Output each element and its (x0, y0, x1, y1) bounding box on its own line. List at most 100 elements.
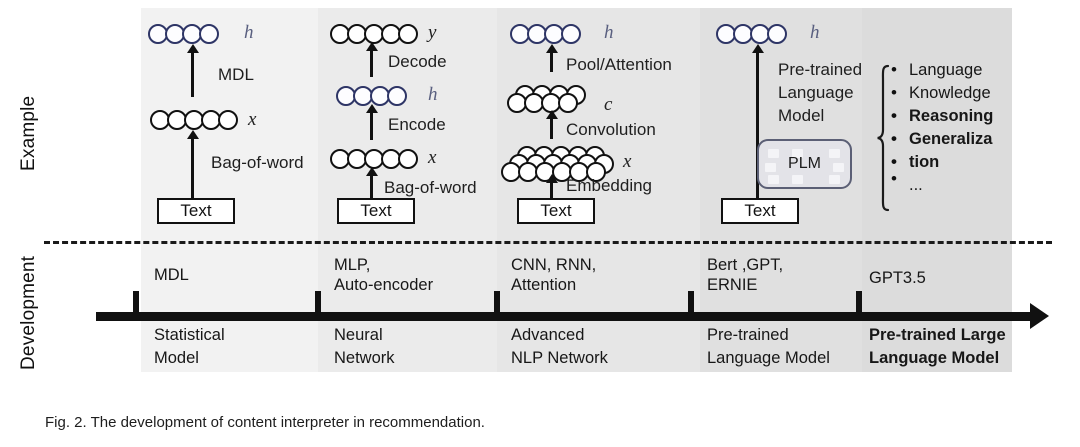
neuron-layer-x (330, 149, 418, 169)
column-panel-advanced-nlp-network (497, 8, 700, 372)
figure-caption: Fig. 2. The development of content inter… (45, 414, 485, 431)
technique-plm-1: ERNIE (707, 276, 758, 294)
technique-plm-0: Bert ,GPT, (707, 256, 784, 274)
list-item: ... (889, 168, 1019, 196)
era-neural-network-line1: Neural (334, 326, 383, 344)
neuron (218, 110, 238, 130)
layer-var-y: y (428, 22, 437, 43)
process-label-embedding: Embedding (566, 176, 653, 195)
era-plm-line2: Language Model (707, 349, 830, 367)
neuron (767, 24, 787, 44)
neuron (586, 162, 606, 182)
plm-grid-cell (829, 149, 840, 158)
era-pllm-line1: Pre-trained Large (869, 326, 1006, 344)
layer-var-x: x (623, 151, 632, 172)
era-statistical-model-line2: Model (154, 349, 199, 367)
arrow-up-convolution (545, 110, 558, 139)
process-label-pre-trained: Pre-trained (778, 60, 863, 79)
technique-neural-network-0: MLP, (334, 256, 371, 274)
process-label-convolution: Convolution (566, 120, 656, 139)
timeline-tick (133, 291, 139, 313)
neuron (561, 24, 581, 44)
neuron-layer-h (510, 24, 581, 44)
era-neural-network-line2: Network (334, 349, 395, 367)
timeline-tick (688, 291, 694, 313)
plm-box: PLM (757, 139, 852, 189)
plm-grid-cell (768, 175, 779, 184)
timeline-axis (96, 312, 1038, 321)
plm-grid-cell (833, 163, 844, 172)
neuron-layer-x-front (501, 162, 606, 182)
layer-var-x: x (248, 109, 257, 130)
neuron-layer-x (150, 110, 238, 130)
input-textbox: Text (337, 198, 415, 224)
neuron (398, 24, 418, 44)
layer-var-h: h (810, 22, 820, 43)
arrow-up-decode (365, 42, 378, 77)
timeline-tick (494, 291, 500, 313)
technique-advanced-nlp-1: Attention (511, 276, 577, 294)
neuron (558, 93, 578, 113)
arrow-up-bag-of-word (365, 167, 378, 201)
layer-var-x: x (428, 147, 437, 168)
plm-grid-cell (792, 149, 803, 158)
layer-var-h: h (604, 22, 614, 43)
process-label-language: Language (778, 83, 854, 102)
technique-statistical-model-0: MDL (154, 266, 189, 284)
neuron-layer-x-back (517, 146, 605, 166)
neuron-layer-h (148, 24, 219, 44)
curly-brace-icon (877, 64, 890, 212)
column-panel-neural-network (318, 8, 497, 372)
era-advanced-nlp-line2: NLP Network (511, 349, 608, 367)
layer-var-h: h (428, 84, 438, 105)
layer-var-c: c (604, 94, 613, 115)
example-column-advanced-nlp-network: h Pool/Attention c Convolution (497, 8, 700, 241)
neuron (398, 149, 418, 169)
plm-label: PLM (788, 155, 821, 172)
arrow-up-mdl (186, 44, 199, 97)
neuron-layer-c-front (507, 93, 578, 113)
row-label-example: Example (18, 95, 39, 171)
plm-grid-cell (768, 149, 779, 158)
example-column-neural-network: y Decode h Encode x Bag-of-word Text (318, 8, 497, 241)
arrow-up-pool-attention (545, 44, 558, 72)
process-label-decode: Decode (388, 52, 447, 71)
arrow-up-embedding (545, 174, 558, 201)
example-column-statistical-model: h MDL x Bag-of-word Text (141, 8, 318, 241)
process-label-bag-of-word: Bag-of-word (211, 153, 304, 172)
plm-capability-list: Language Knowledge Reasoning Generaliza … (889, 59, 1019, 198)
neuron-layer-y (330, 24, 418, 44)
column-panel-pre-trained-language-model (700, 8, 862, 372)
era-pllm-line2: Language Model (869, 349, 1000, 367)
input-textbox: Text (157, 198, 235, 224)
timeline-tick (856, 291, 862, 313)
list-item: Generaliza (889, 128, 1019, 150)
process-label-mdl: MDL (218, 65, 254, 84)
column-panel-statistical-model (141, 8, 318, 372)
input-textbox: Text (721, 198, 799, 224)
row-label-development: Development (18, 255, 39, 371)
timeline-arrowhead-icon (1030, 303, 1049, 329)
list-item-continuation: Knowledge (889, 82, 1019, 104)
technique-neural-network-1: Auto-encoder (334, 276, 434, 294)
technique-pllm-0: GPT3.5 (869, 269, 926, 287)
timeline-tick (315, 291, 321, 313)
neuron (199, 24, 219, 44)
process-label-bag-of-word: Bag-of-word (384, 178, 477, 197)
era-plm-line1: Pre-trained (707, 326, 789, 344)
list-item: Language (889, 59, 1019, 81)
technique-advanced-nlp-0: CNN, RNN, (511, 256, 597, 274)
arrow-up-bag-of-word (186, 130, 199, 200)
plm-grid-cell (765, 163, 776, 172)
arrow-up-encode (365, 104, 378, 140)
era-statistical-model-line1: Statistical (154, 326, 225, 344)
era-advanced-nlp-line1: Advanced (511, 326, 585, 344)
neuron (387, 86, 407, 106)
arrow-up-plm (751, 44, 764, 200)
process-label-model: Model (778, 106, 825, 125)
section-divider (44, 241, 1052, 244)
neuron-layer-h (716, 24, 787, 44)
example-column-pre-trained-language-model: h Pre-trained Language Model Text (700, 8, 1012, 241)
input-textbox: Text (517, 198, 595, 224)
